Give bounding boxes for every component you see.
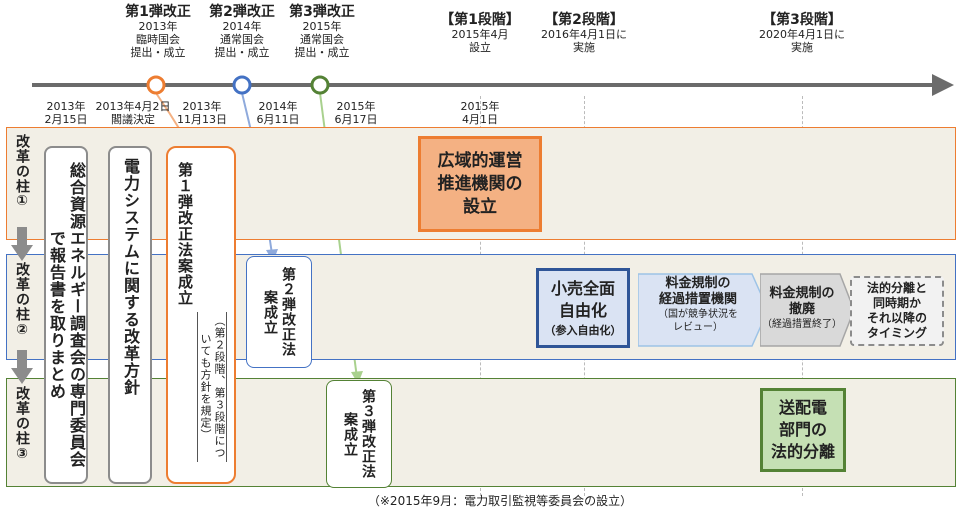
- stage3-line2: 実施: [791, 41, 813, 54]
- reform3-session: 通常国会: [300, 33, 344, 46]
- stage2-line2: 実施: [573, 41, 595, 54]
- pillar2-text: 改革の柱: [14, 262, 30, 322]
- pillar3-text: 改革の柱: [14, 386, 30, 446]
- retail-title: 小売全面 自由化: [550, 279, 615, 320]
- stage1-header: 【第1段階】 2015年4月 設立: [420, 12, 540, 55]
- stage1-label: 【第1段階】: [440, 12, 520, 28]
- stage1-line2: 設立: [469, 41, 491, 54]
- committee-report-text: 総合資源エネルギー調査会の専門委員会で報告書を取りまとめ: [47, 162, 86, 468]
- reform-policy-box: 電力システムに関する改革方針: [108, 146, 152, 484]
- pillar-arrow-2-3: [11, 350, 33, 384]
- reform2-year: 2014年: [222, 20, 262, 33]
- pillar1-num: ①: [16, 194, 28, 208]
- pillar1-text: 改革の柱: [14, 134, 30, 194]
- reform2-title: 第2弾改正: [209, 4, 275, 20]
- unbundle-timing-box: 法的分離と 同時期か それ以降の タイミング: [850, 276, 944, 346]
- reform2-box: 第２弾改正法案成立: [246, 256, 312, 368]
- timeline-arrowhead: [932, 74, 954, 96]
- reform1-box: 第１弾改正法案成立 （第２段階、第３段階についても方針を規定）: [166, 146, 236, 484]
- stage2-line1: 2016年4月1日に: [541, 28, 627, 41]
- reform3-header: 第3弾改正 2015年 通常国会 提出・成立: [272, 4, 372, 60]
- stage3-header: 【第3段階】 2020年4月1日に 実施: [742, 12, 862, 55]
- transition-box: 料金規制の 経過措置機関 （国が競争状況を レビュー）: [640, 276, 756, 334]
- reform3-year: 2015年: [302, 20, 342, 33]
- transition-sub: （国が競争状況を レビュー）: [658, 309, 738, 333]
- abolish-box: 料金規制の 撤廃 （経過措置終了）: [760, 286, 844, 331]
- reform1-box-title: 第１弾改正法案成立: [176, 162, 194, 306]
- reform1-title: 第1弾改正: [125, 4, 191, 20]
- pillar-arrow-1-2: [11, 227, 33, 261]
- reform3-box-text: 第３弾改正法案成立: [342, 389, 376, 479]
- unbundling-box: 送配電 部門の 法的分離: [760, 388, 846, 472]
- reform1-marker: [146, 75, 166, 95]
- reform2-header: 第2弾改正 2014年 通常国会 提出・成立: [192, 4, 292, 60]
- abolish-arrow-shape: [760, 273, 855, 347]
- stage2-label: 【第2段階】: [544, 12, 624, 28]
- reform3-marker: [310, 75, 330, 95]
- footnote: （※2015年9月：電力取引監視等委員会の設立）: [367, 494, 633, 508]
- committee-report-box: 総合資源エネルギー調査会の専門委員会で報告書を取りまとめ: [44, 146, 88, 484]
- stage2-header: 【第2段階】 2016年4月1日に 実施: [524, 12, 644, 55]
- reform2-session: 通常国会: [220, 33, 264, 46]
- stage3-line1: 2020年4月1日に: [759, 28, 845, 41]
- reform1-year: 2013年: [138, 20, 178, 33]
- stage1-line1: 2015年4月: [451, 28, 509, 41]
- retail-sub: （参入自由化）: [544, 324, 622, 337]
- retail-liberalization-box: 小売全面 自由化 （参入自由化）: [536, 268, 630, 348]
- stage3-label: 【第3段階】: [762, 12, 842, 28]
- reform1-session: 臨時国会: [136, 33, 180, 46]
- date-2014-06-11: 2014年 6月11日: [256, 100, 300, 126]
- reform1-result: 提出・成立: [130, 46, 186, 59]
- reform2-box-text: 第２弾改正法案成立: [262, 267, 296, 357]
- reform3-result: 提出・成立: [294, 46, 350, 59]
- reform1-header: 第1弾改正 2013年 臨時国会 提出・成立: [108, 4, 208, 60]
- abolish-title: 料金規制の 撤廃: [769, 286, 835, 317]
- reform-policy-text: 電力システムに関する改革方針: [121, 158, 140, 396]
- reform1-box-note: （第２段階、第３段階についても方針を規定）: [197, 312, 227, 462]
- abolish-sub: （経過措置終了）: [762, 319, 842, 330]
- reform2-marker: [232, 75, 252, 95]
- pillar3-num: ③: [14, 446, 30, 463]
- occto-box: 広域的運営 推進機関の 設立: [418, 136, 542, 232]
- date-2013-11-13: 2013年 11月13日: [177, 100, 227, 126]
- date-2013-04-02: 2013年4月2日 閣議決定: [95, 100, 171, 126]
- reform3-title: 第3弾改正: [289, 4, 355, 20]
- reform3-box: 第３弾改正法案成立: [326, 380, 392, 488]
- pillar2-num: ②: [14, 322, 30, 339]
- transition-title: 料金規制の 経過措置機関: [658, 276, 737, 307]
- date-2013-02-15: 2013年 2月15日: [44, 100, 88, 126]
- date-2015-06-17: 2015年 6月17日: [334, 100, 378, 126]
- date-2015-04-01: 2015年 4月1日: [460, 100, 500, 126]
- reform2-result: 提出・成立: [214, 46, 270, 59]
